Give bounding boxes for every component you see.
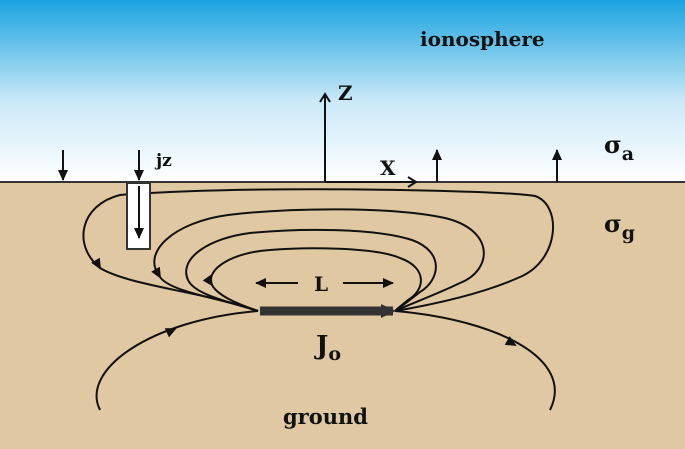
sky-region bbox=[0, 0, 685, 182]
loop-direction-arrow bbox=[151, 266, 161, 279]
sigma-a-label: σa bbox=[604, 130, 634, 165]
z-axis-label: Z bbox=[338, 81, 353, 105]
sigma-g-label: σg bbox=[604, 209, 635, 244]
length-label: L bbox=[314, 272, 328, 296]
loop-direction-arrow bbox=[91, 257, 101, 270]
ionosphere-label: ionosphere bbox=[420, 27, 545, 51]
current-loop-third bbox=[185, 228, 437, 312]
loop-direction-arrow bbox=[202, 274, 214, 287]
ground-label: ground bbox=[283, 404, 368, 429]
current-loop-second bbox=[153, 208, 485, 312]
x-axis-label: X bbox=[380, 156, 396, 180]
loop-direction-arrow bbox=[504, 336, 517, 346]
lower-return-curve-right bbox=[394, 310, 556, 411]
jz-label: jz bbox=[154, 151, 172, 171]
current-loop-outer bbox=[82, 188, 554, 312]
current-source-label: Jo bbox=[314, 331, 341, 365]
lower-return-curve-left bbox=[95, 310, 259, 411]
